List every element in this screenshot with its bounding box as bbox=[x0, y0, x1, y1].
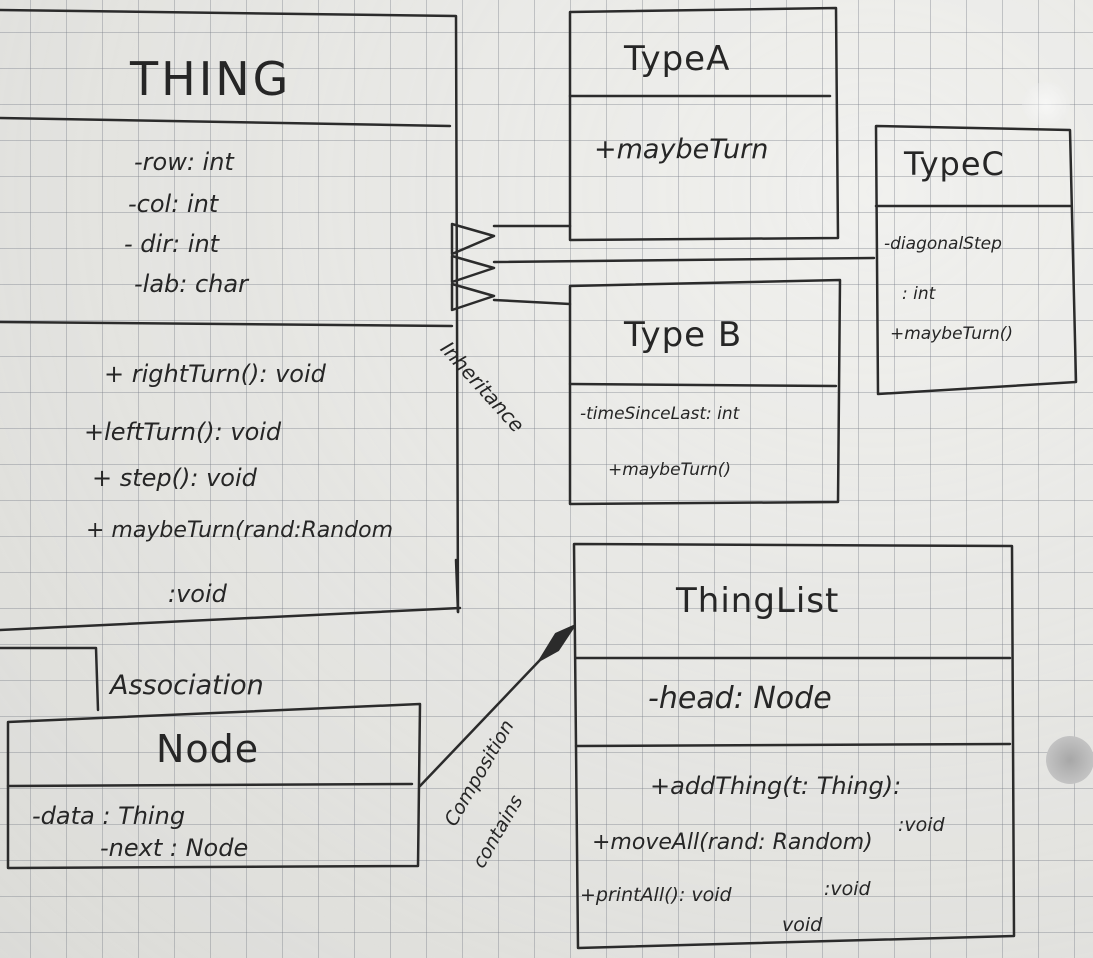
composition-line bbox=[418, 658, 542, 788]
paper-hole bbox=[1046, 736, 1093, 784]
node-class-name: Node bbox=[156, 727, 260, 771]
association-line bbox=[0, 646, 100, 712]
thinglist-method: +printAll(): void bbox=[580, 884, 732, 906]
thinglist-method: +moveAll(rand: Random) bbox=[592, 830, 873, 855]
type-b-method: +maybeTurn() bbox=[608, 460, 732, 480]
type-c-class-box bbox=[874, 124, 1078, 396]
association-label: Association bbox=[110, 670, 264, 701]
type-b-attribute: -timeSinceLast: int bbox=[580, 404, 740, 424]
inheritance-line-type-b bbox=[492, 298, 572, 306]
thing-method: + step(): void bbox=[92, 464, 257, 492]
type-c-attribute: -diagonalStep bbox=[884, 234, 1002, 254]
thinglist-method-return: :void bbox=[898, 814, 945, 836]
type-a-method: +maybeTurn bbox=[594, 134, 769, 165]
thing-method-return: :void bbox=[168, 580, 227, 608]
type-b-class-box bbox=[568, 278, 842, 506]
thinglist-class-box bbox=[572, 542, 1016, 950]
inheritance-arrows bbox=[450, 222, 496, 312]
thing-attribute: - dir: int bbox=[124, 230, 220, 258]
thinglist-method: +addThing(t: Thing): bbox=[650, 772, 902, 800]
type-c-class-name: TypeC bbox=[904, 145, 1005, 183]
type-a-class-box bbox=[568, 6, 840, 242]
type-c-method: +maybeTurn() bbox=[890, 324, 1014, 344]
thing-method: + maybeTurn(rand:Random bbox=[86, 518, 394, 543]
thinglist-class-name: ThingList bbox=[676, 581, 840, 621]
thinglist-method-return: void bbox=[782, 914, 823, 936]
inheritance-line-type-c bbox=[492, 256, 876, 264]
thing-attribute: -col: int bbox=[128, 190, 219, 218]
node-class-box bbox=[6, 702, 422, 870]
paper-hole bbox=[1022, 82, 1070, 126]
thing-class-name: THING bbox=[130, 52, 292, 106]
type-b-class-name: Type B bbox=[624, 315, 743, 355]
type-a-class-name: TypeA bbox=[624, 39, 731, 79]
thing-method: +leftTurn(): void bbox=[84, 418, 282, 446]
thinglist-method-return: :void bbox=[824, 878, 871, 900]
node-attribute: -data : Thing bbox=[32, 802, 186, 830]
node-attribute: -next : Node bbox=[100, 834, 249, 862]
thing-method: + rightTurn(): void bbox=[104, 360, 326, 388]
thing-class-box bbox=[0, 8, 462, 632]
thing-attribute: -row: int bbox=[134, 148, 234, 176]
type-c-attribute: : int bbox=[902, 284, 936, 304]
composition-diamond bbox=[538, 624, 576, 662]
thing-attribute: -lab: char bbox=[134, 270, 248, 298]
thinglist-attribute: -head: Node bbox=[648, 681, 832, 716]
